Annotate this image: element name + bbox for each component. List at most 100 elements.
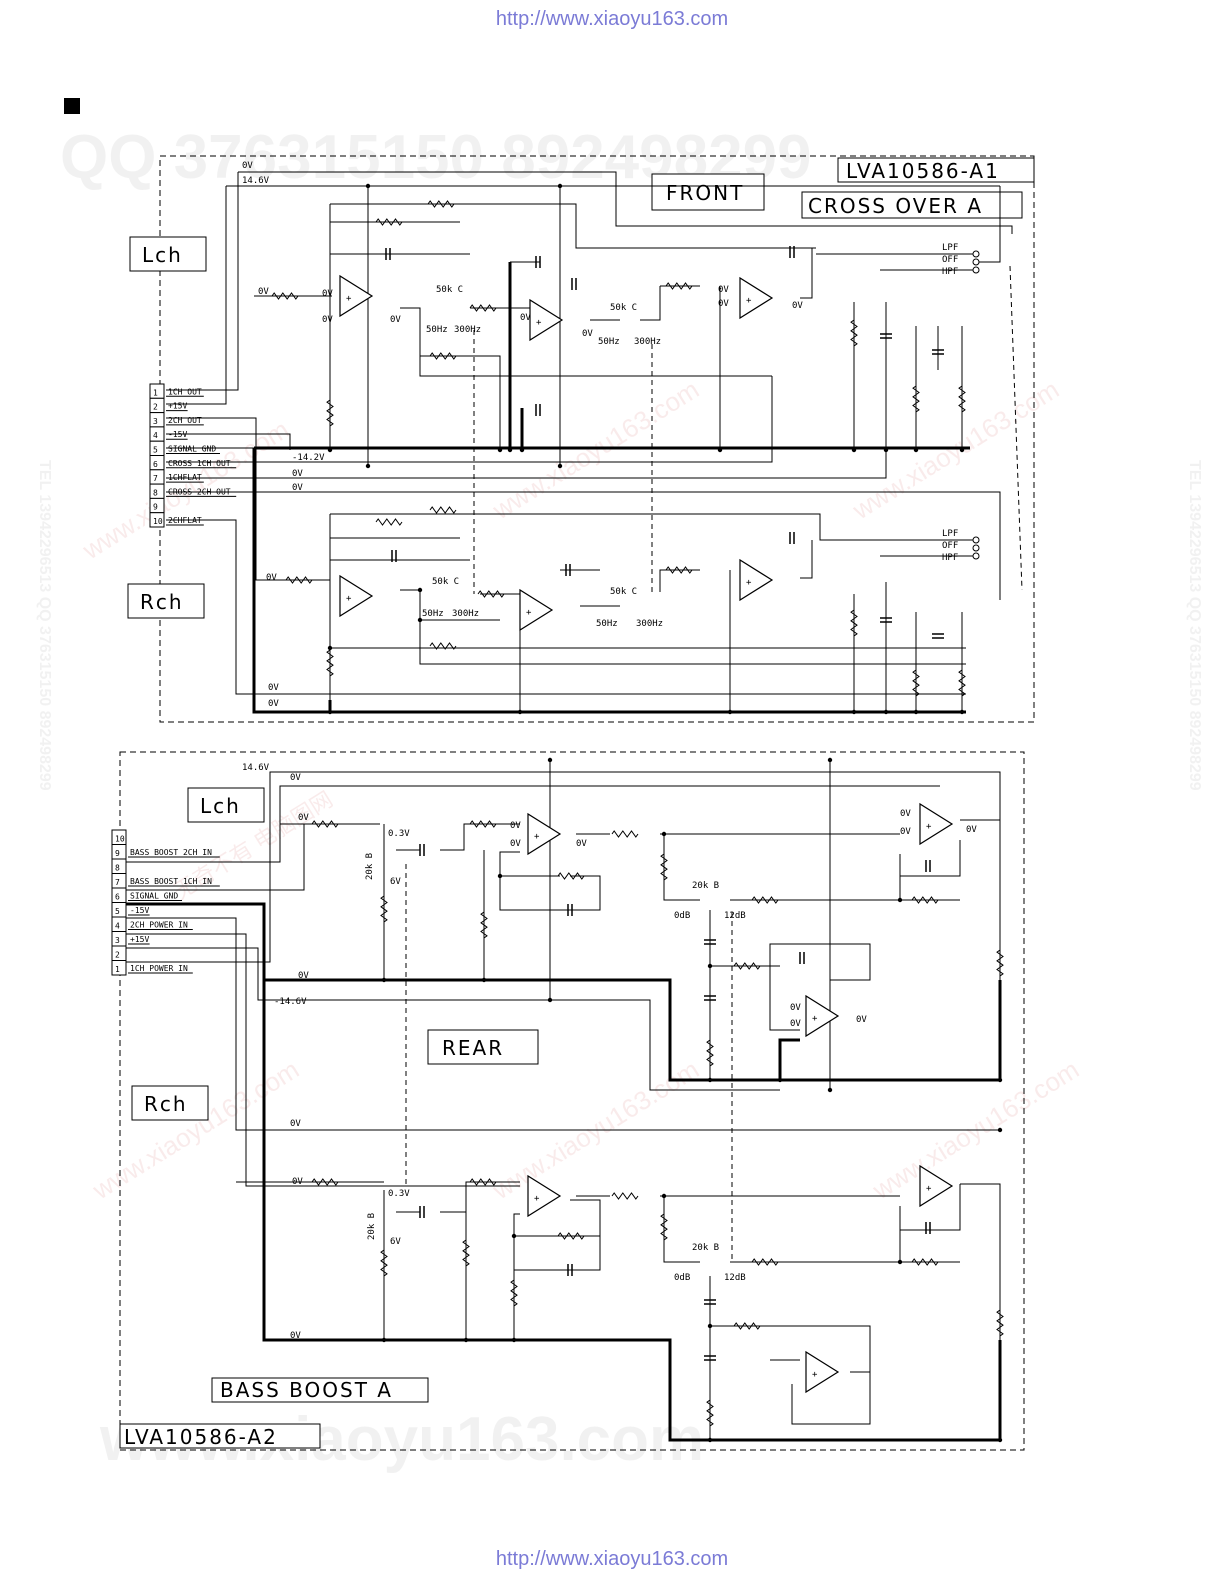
bb-rail-0v-top: 0V	[290, 773, 301, 783]
cross-switch-contact-3	[972, 536, 980, 544]
bb-pin-num-7: 7	[115, 878, 120, 887]
cross-res-v-7	[958, 669, 966, 697]
cross-node-20	[913, 709, 919, 715]
op1-pin-0v: 0V	[322, 289, 333, 299]
rail-neg142-label: -14.2V	[292, 453, 325, 463]
op3-out-0v: 0V	[792, 301, 803, 311]
bassboost-labels: 14.6V 0V 0V 0.3V 6V 20k B 0V 0V 0V 20k B…	[242, 763, 977, 1341]
cross-pin-num-5: 5	[153, 446, 158, 455]
bb-node-0	[547, 757, 553, 763]
bb-res-v-1	[480, 911, 488, 939]
bb-res-v-9	[706, 1399, 714, 1427]
rear-title-box	[427, 1029, 539, 1065]
bb-node-17	[897, 897, 903, 903]
cross-node-13	[327, 645, 333, 651]
crossover-name-box	[801, 191, 1023, 219]
bb-node-19	[897, 1259, 903, 1265]
pot4-50hz: 50Hz	[596, 619, 618, 629]
bb-pin-label-6: SIGNAL GND	[130, 892, 178, 901]
bb-res-h-7	[311, 1178, 339, 1186]
pot1-label: 50k C	[436, 285, 463, 295]
op-front-r2	[519, 588, 554, 632]
cross-pin-label-6: CROSS 1CH OUT	[168, 459, 231, 468]
bb-rail-neg146: -14.6V	[274, 997, 307, 1007]
cross-node-5	[507, 447, 513, 453]
bb-node-8	[827, 1087, 833, 1093]
cross-node-22	[327, 709, 333, 715]
cross-res-h-8	[429, 506, 457, 514]
bb-pin-num-10: 10	[115, 835, 125, 844]
cross-res-v-4	[326, 649, 334, 677]
bb-res-h-13	[911, 1258, 939, 1266]
bb-op3-out-0v: 0V	[856, 1015, 867, 1025]
op-front-r1-plus: +	[346, 594, 352, 604]
bb-res-v-2	[660, 853, 668, 881]
top-url[interactable]: http://www.xiaoyu163.com	[495, 8, 729, 30]
pot4-300hz: 300Hz	[636, 619, 663, 629]
cross-switch-contact-0	[972, 250, 980, 258]
op3-in-0v-a: 0V	[718, 285, 729, 295]
bb-res-h-3	[557, 872, 585, 880]
bb-res-h-0	[311, 820, 339, 828]
rail-bottom-0v-a: 0V	[268, 683, 279, 693]
op2-in-0v: 0V	[520, 313, 531, 323]
rail-146v-label: 14.6V	[242, 176, 270, 186]
bb-pin-label-9: BASS BOOST 2CH IN	[130, 848, 212, 857]
bb-node-12	[511, 1337, 517, 1343]
pot1-50hz: 50Hz	[426, 325, 448, 335]
pot3-label: 50k C	[432, 577, 459, 587]
bassboost-id-box	[119, 1423, 321, 1449]
op-front-l1-plus: +	[346, 294, 352, 304]
op-rear-l3-plus: +	[812, 1014, 818, 1024]
cross-res-v-6	[912, 669, 920, 697]
bb-res-h-8	[469, 1178, 497, 1186]
watermark-site-diag-2: www.xiaoyu163.com	[486, 374, 704, 526]
bb-res-v-8	[660, 1213, 668, 1241]
op-rear-l3	[805, 994, 840, 1038]
cross-node-11	[913, 447, 919, 453]
bb-node-16	[661, 831, 667, 837]
cross-node-9	[851, 447, 857, 453]
cross-switch-contact-2	[972, 266, 980, 274]
cross-node-21	[959, 709, 965, 715]
cross-res-v-2	[912, 385, 920, 413]
bb-res-v-4	[996, 949, 1004, 977]
bb-pin-label-4: 2CH POWER IN	[130, 921, 188, 930]
bb-r-12db: 12dB	[724, 1273, 746, 1283]
bb-bottom-0v: 0V	[290, 1331, 301, 1341]
bb-node-20	[997, 1127, 1003, 1133]
front-rch-label: Rch	[140, 590, 184, 614]
cross-node-0	[365, 183, 371, 189]
rear-rch-box	[131, 1085, 209, 1121]
cross-switch-contact-5	[972, 552, 980, 560]
bottom-url[interactable]: http://www.xiaoyu163.com	[495, 1548, 729, 1570]
bb-node-18	[661, 1193, 667, 1199]
front-rch-box	[127, 583, 205, 619]
bb-op2-out-0v: 0V	[966, 825, 977, 835]
cross-pin-label-1: 1CH OUT	[168, 387, 202, 396]
op3-in-0v-b: 0V	[718, 299, 729, 309]
op-rear-r2-plus: +	[926, 1184, 932, 1194]
crossover-name: CROSS OVER A	[808, 194, 983, 218]
op-front-r1	[339, 574, 374, 618]
bb-l-03v: 0.3V	[388, 829, 410, 839]
cross-node-18	[851, 709, 857, 715]
rear-lch-label: Lch	[200, 794, 241, 818]
bb-pin-label-1: 1CH POWER IN	[130, 964, 188, 973]
cross-res-h-0	[271, 292, 299, 300]
cross-node-17	[517, 709, 523, 715]
cross-pin-num-3: 3	[153, 417, 158, 426]
bb-res-h-1	[469, 820, 497, 828]
bb-op1-0v-a: 0V	[510, 821, 521, 831]
bb-pot2-label: 20k B	[692, 881, 719, 891]
cross-node-10	[883, 447, 889, 453]
cross-res-h-6	[285, 576, 313, 584]
bassboost-gang-lines	[405, 864, 733, 1260]
bb-res-v-7	[510, 1279, 518, 1307]
bb-node-22	[511, 1233, 517, 1239]
bb-r-0db: 0dB	[674, 1273, 690, 1283]
bb-op2-0v-a: 0V	[900, 809, 911, 819]
cross-pin-label-2: +15V	[168, 402, 187, 411]
bb-res-h-11	[751, 1258, 779, 1266]
bb-pin-label-7: BASS BOOST 1CH IN	[130, 877, 212, 886]
